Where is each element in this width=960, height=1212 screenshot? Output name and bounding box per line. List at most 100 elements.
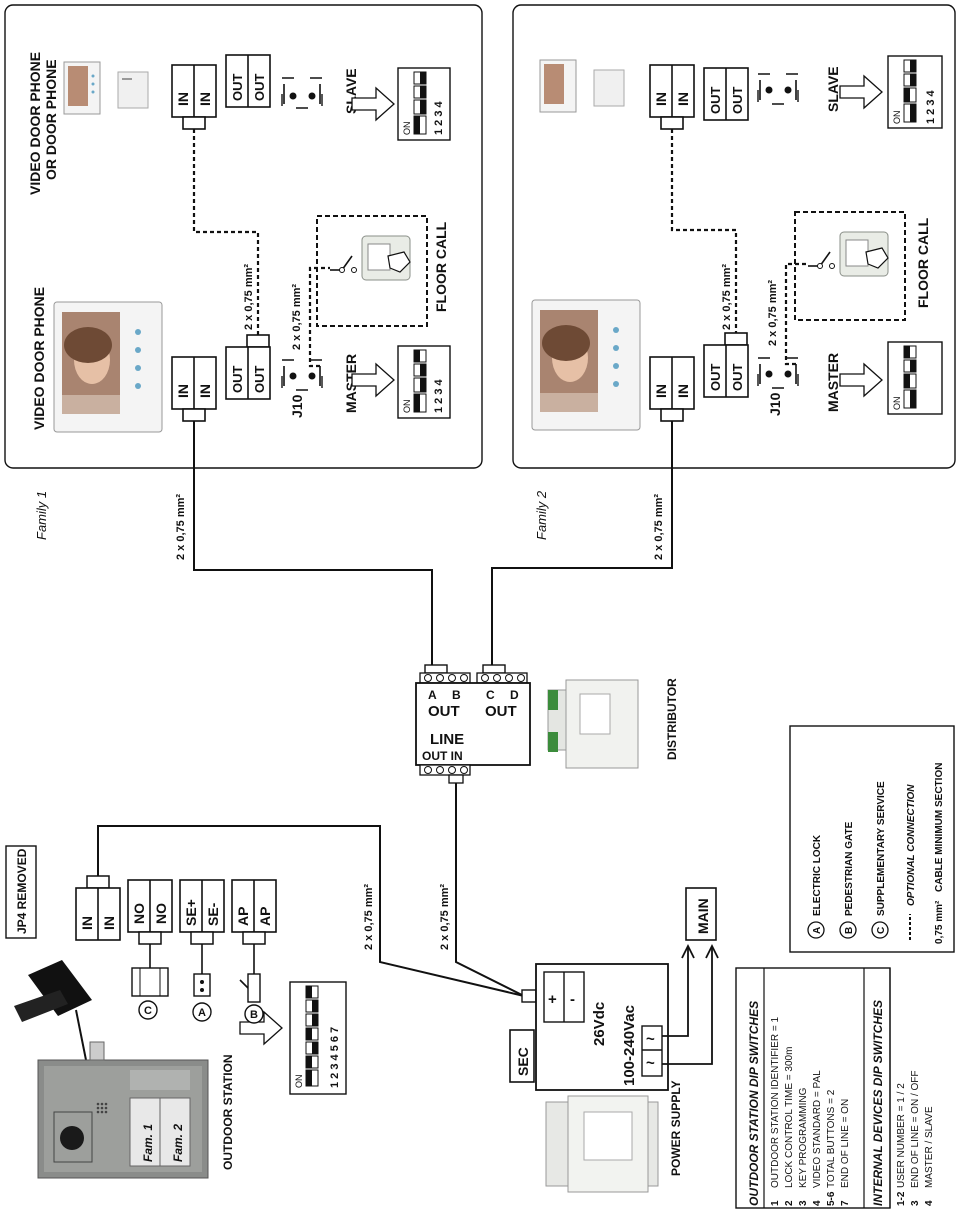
svg-text:IN: IN bbox=[653, 384, 669, 398]
f1-slave-in-a: IN bbox=[175, 92, 191, 106]
svg-text:SE-: SE- bbox=[205, 902, 221, 926]
svg-text:5-6: 5-6 bbox=[826, 1191, 837, 1206]
f1-master-out-terminal: OUT OUT bbox=[225, 334, 271, 400]
f1-slave-out-a: OUT bbox=[230, 74, 245, 102]
f2-j10-label: J10 bbox=[767, 392, 783, 416]
distributor-label: DISTRIBUTOR bbox=[665, 678, 679, 760]
outdoor-in-terminal: IN IN bbox=[75, 875, 121, 941]
dist-out-1: OUT bbox=[428, 703, 460, 720]
svg-text:OUTDOOR STATION IDENTIFIER = 1: OUTDOOR STATION IDENTIFIER = 1 bbox=[770, 1017, 781, 1188]
f1-slave-device-label-2: OR DOOR PHONE bbox=[43, 59, 59, 180]
outdoor-dip-rows: 1 OUTDOOR STATION IDENTIFIER = 1 2 LOCK … bbox=[770, 1017, 851, 1206]
f2-slave-dip: ON 1 2 3 4 bbox=[887, 55, 943, 129]
svg-text:KEY PROGRAMMING: KEY PROGRAMMING bbox=[798, 1087, 809, 1188]
legend-box bbox=[789, 725, 955, 953]
svg-text:IN: IN bbox=[675, 384, 691, 398]
svg-text:1 2 3 4: 1 2 3 4 bbox=[433, 378, 445, 413]
svg-text:MASTER / SLAVE: MASTER / SLAVE bbox=[924, 1106, 935, 1188]
f1-j10-label: J10 bbox=[289, 394, 305, 418]
f1-slave-monitor bbox=[63, 61, 149, 115]
svg-text:ON: ON bbox=[892, 397, 902, 411]
outdoor-se-terminal: SE+ SE- bbox=[179, 879, 225, 945]
f2-slave-monitor bbox=[539, 59, 625, 113]
f1-vdp-label: VIDEO DOOR PHONE bbox=[31, 287, 47, 430]
f2-master-jumper bbox=[757, 357, 799, 389]
main-box bbox=[685, 887, 717, 941]
f1-slave-arrow bbox=[351, 86, 395, 122]
jp4-box bbox=[5, 845, 37, 939]
svg-text:OUT: OUT bbox=[730, 87, 745, 115]
sec-box bbox=[509, 1029, 535, 1083]
svg-text:TOTAL BUTTONS = 2: TOTAL BUTTONS = 2 bbox=[826, 1089, 837, 1188]
dist-out-2: OUT bbox=[485, 703, 517, 720]
f1-slave-out-b: OUT bbox=[252, 74, 267, 102]
f2-slave-jumper bbox=[757, 73, 799, 105]
svg-text:PEDESTRIAN GATE: PEDESTRIAN GATE bbox=[844, 821, 855, 916]
f1-slave-dip: ON 1 2 3 4 bbox=[397, 67, 451, 141]
ps-tilde-2: ~ bbox=[646, 1055, 655, 1072]
svg-text:OPTIONAL CONNECTION: OPTIONAL CONNECTION bbox=[906, 784, 917, 906]
svg-text:AP: AP bbox=[235, 907, 251, 926]
f2-cable-main: 2 x 0,75 mm² bbox=[653, 494, 665, 560]
sec-label: SEC bbox=[515, 1047, 531, 1076]
legend-optional: OPTIONAL CONNECTION bbox=[906, 784, 917, 940]
legend-supplementary: C SUPPLEMENTARY SERVICE bbox=[871, 781, 889, 939]
f2-slave-label: SLAVE bbox=[825, 66, 841, 112]
svg-text:3: 3 bbox=[910, 1200, 921, 1206]
f1-master-label: MASTER bbox=[343, 354, 359, 413]
ps-vac: 100-240Vac bbox=[621, 1005, 638, 1086]
f1-cable-floor: 2 x 0,75 mm² bbox=[291, 284, 303, 350]
svg-text:END OF LINE = ON / OFF: END OF LINE = ON / OFF bbox=[910, 1070, 921, 1188]
svg-text:2: 2 bbox=[784, 1200, 795, 1206]
family1-label: Family 1 bbox=[34, 491, 49, 540]
main-label: MAIN bbox=[695, 898, 711, 934]
dist-b: B bbox=[452, 688, 461, 702]
svg-text:OUT: OUT bbox=[230, 366, 245, 394]
svg-text:OUT: OUT bbox=[730, 364, 745, 392]
electric-lock-icon: A bbox=[192, 944, 212, 1022]
svg-text:ELECTRIC LOCK: ELECTRIC LOCK bbox=[812, 834, 823, 916]
svg-text:C: C bbox=[144, 1005, 152, 1017]
supplementary-service-icon: C bbox=[131, 944, 169, 1020]
internal-dip-title: INTERNAL DEVICES DIP SWITCHES bbox=[871, 1000, 885, 1206]
dist-out-in: OUT IN bbox=[422, 749, 463, 763]
svg-text:A: A bbox=[198, 1007, 206, 1019]
power-supply-block: + - 26Vdc 100-240Vac ~ ~ bbox=[521, 963, 669, 1091]
svg-text:CABLE MINIMUM SECTION: CABLE MINIMUM SECTION bbox=[934, 763, 945, 892]
legend-electric-lock: A ELECTRIC LOCK bbox=[807, 834, 825, 939]
ps-plus: + bbox=[548, 991, 557, 1008]
legend-cable: 0,75 mm² CABLE MINIMUM SECTION bbox=[934, 763, 945, 944]
svg-text:4: 4 bbox=[924, 1200, 935, 1206]
ps-minus: - bbox=[570, 991, 575, 1008]
svg-text:IN: IN bbox=[79, 916, 95, 930]
f2-slave-in-terminal: IN IN bbox=[649, 64, 695, 130]
outdoor-arrow bbox=[239, 1010, 283, 1046]
outdoor-dip: ON 1 2 3 4 5 6 7 bbox=[289, 981, 347, 1095]
outdoor-station-panel: Fam. 1 Fam. 2 bbox=[37, 1041, 209, 1179]
svg-text:LOCK CONTROL TIME = 300m: LOCK CONTROL TIME = 300m bbox=[784, 1047, 795, 1188]
svg-text:ON: ON bbox=[294, 1075, 304, 1089]
f1-master-monitor bbox=[53, 301, 163, 433]
f1-master-arrow bbox=[351, 362, 395, 398]
svg-text:ON: ON bbox=[402, 400, 412, 414]
f2-floor-call-button bbox=[839, 231, 889, 277]
power-supply-device bbox=[545, 1095, 659, 1193]
svg-text:NO: NO bbox=[153, 903, 169, 924]
svg-text:B: B bbox=[250, 1009, 258, 1021]
f2-master-dip: ON bbox=[887, 341, 943, 415]
f2-master-label: MASTER bbox=[825, 353, 841, 412]
svg-text:A: A bbox=[812, 927, 823, 934]
f1-slave-jumper bbox=[281, 77, 323, 109]
svg-text:VIDEO STANDARD = PAL: VIDEO STANDARD = PAL bbox=[812, 1070, 823, 1188]
svg-text:NO: NO bbox=[131, 903, 147, 924]
power-supply-label: POWER SUPPLY bbox=[669, 1080, 683, 1176]
dist-c: C bbox=[486, 688, 495, 702]
f2-floor-call-label: FLOOR CALL bbox=[915, 217, 931, 308]
jp4-label: JP4 REMOVED bbox=[15, 848, 29, 934]
svg-text:B: B bbox=[844, 927, 855, 934]
svg-text:3: 3 bbox=[798, 1200, 809, 1206]
pedestrian-gate-icon: B bbox=[239, 944, 264, 1024]
svg-text:IN: IN bbox=[101, 916, 117, 930]
f1-cable-main: 2 x 0,75 mm² bbox=[175, 494, 187, 560]
